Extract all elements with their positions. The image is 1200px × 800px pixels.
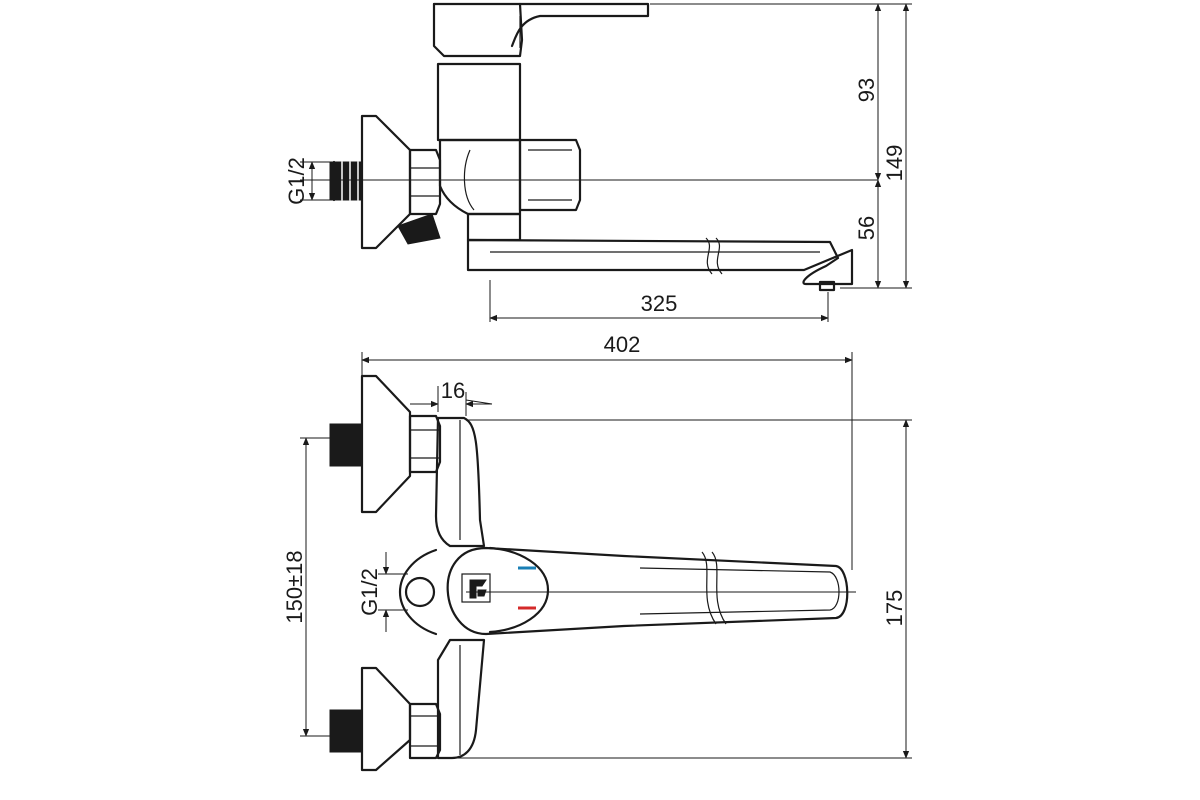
front-dim-offset: 16 [441,378,465,403]
brand-logo-icon [461,573,491,603]
side-spout-connector [466,212,522,242]
side-diverter-knob [518,138,582,212]
side-thread-stub [329,160,363,202]
front-lower-nut [408,702,442,760]
front-center-fitting [398,548,438,636]
side-cartridge-cap [432,2,524,58]
side-dim-upper: 93 [854,78,879,102]
front-thread-label: G1/2 [357,568,382,616]
side-lever-handle [432,2,650,48]
side-eccentric [397,213,441,245]
front-upper-nut [408,414,442,474]
front-view: 402 16 [282,332,912,772]
side-mixer-body [436,62,522,142]
front-lever-cap [488,546,550,634]
front-lower-stub [329,709,363,753]
side-lower-body [438,138,522,216]
side-spout [466,238,854,286]
side-dim-reach: 325 [641,291,678,316]
side-hex-nut [408,148,442,216]
front-dim-height: 175 [882,590,907,627]
front-lower-flange [360,666,412,772]
side-thread-label: G1/2 [284,157,309,205]
front-dim-width: 402 [604,332,641,357]
front-upper-stub [329,423,363,467]
side-dim-total: 149 [882,145,907,182]
front-dim-center: 150±18 [282,550,307,623]
front-lever-handle [446,546,849,636]
front-body-bar [434,416,486,548]
side-view: G1/2 93 56 149 325 [284,2,912,322]
front-upper-flange [360,374,412,514]
side-dim-lower: 56 [854,216,879,240]
